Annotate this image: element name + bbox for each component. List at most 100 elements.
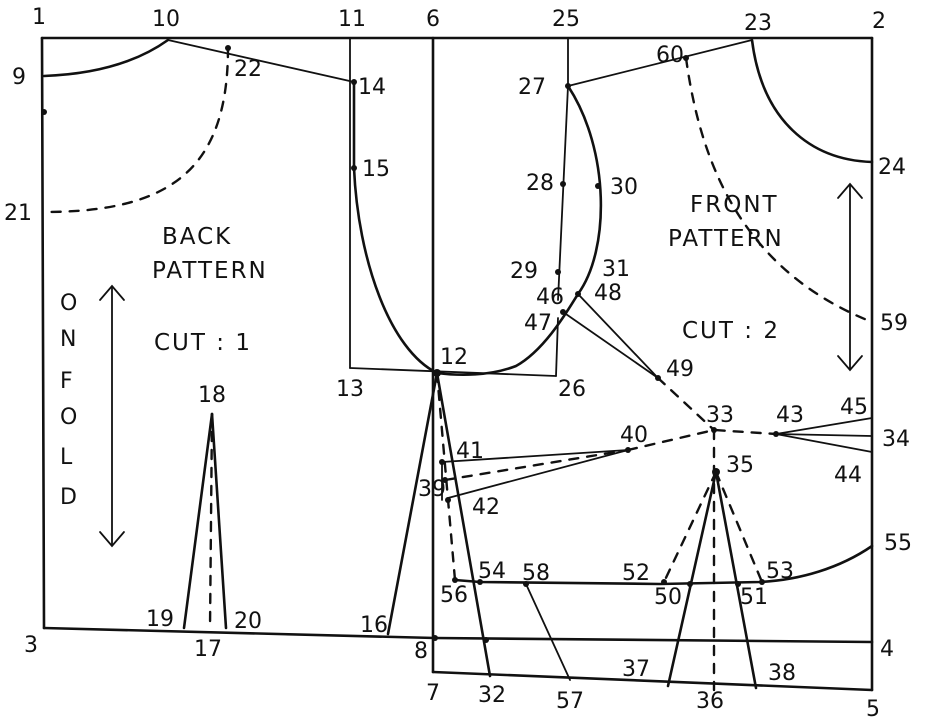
back-cut-label: CUT : 1 — [154, 330, 252, 356]
dart-39-40-dashed — [443, 448, 630, 482]
armhole-dart-lower — [577, 293, 659, 379]
point-label-17: 17 — [194, 637, 222, 662]
bust-line-dashed — [626, 428, 778, 452]
point-dots — [41, 45, 779, 643]
point-label-11: 11 — [338, 7, 366, 32]
front-waist-curve — [453, 544, 874, 586]
line-27-29 — [557, 85, 569, 301]
point-label-47: 47 — [524, 311, 552, 336]
point-label-55: 55 — [884, 531, 912, 556]
point-label-40: 40 — [620, 423, 648, 448]
on-fold-letter-4: O — [60, 405, 77, 430]
on-fold-letter-2: N — [60, 327, 76, 352]
point-label-54: 54 — [478, 559, 506, 584]
point-label-12: 12 — [440, 345, 468, 370]
right-dart-upper — [775, 417, 873, 435]
bottom-edge-front — [431, 670, 874, 692]
back-dart-right — [210, 412, 228, 630]
point-label-14: 14 — [358, 75, 386, 100]
back-title-line1: BACK — [162, 224, 232, 250]
back-title-line2: PATTERN — [152, 258, 268, 284]
front-dart-dashed-right — [714, 470, 764, 584]
point-label-13: 13 — [336, 377, 364, 402]
point-label-58: 58 — [522, 561, 550, 586]
front-title-line2: PATTERN — [668, 226, 784, 252]
point-label-6: 6 — [426, 7, 440, 32]
dart-42-40 — [447, 449, 629, 499]
right-dart-center — [775, 433, 873, 437]
point-label-15: 15 — [362, 157, 390, 182]
point-label-50: 50 — [654, 585, 682, 610]
point-label-37: 37 — [622, 657, 650, 682]
point-label-34: 34 — [882, 427, 910, 452]
point-label-25: 25 — [552, 7, 580, 32]
point-label-24: 24 — [878, 155, 906, 180]
point-label-57: 57 — [556, 689, 584, 714]
point-label-20: 20 — [234, 609, 262, 634]
on-fold-letter-1: O — [60, 291, 77, 316]
line-8-4 — [433, 636, 874, 644]
front-side-seam — [435, 371, 492, 678]
point-label-19: 19 — [146, 607, 174, 632]
front-neck-dashed — [684, 56, 874, 324]
point-label-10: 10 — [152, 7, 180, 32]
back-neck-dashed — [42, 46, 230, 214]
point-label-23: 23 — [744, 11, 772, 36]
point-label-51: 51 — [740, 585, 768, 610]
back-dart-center — [208, 412, 214, 630]
line-58-57 — [525, 583, 571, 681]
point-label-8: 8 — [414, 639, 428, 664]
point-label-30: 30 — [610, 175, 638, 200]
point-label-43: 43 — [776, 403, 804, 428]
point-label-22: 22 — [234, 57, 262, 82]
front-armhole-curve — [435, 84, 603, 377]
on-fold-letter-6: D — [60, 485, 77, 510]
point-label-33: 33 — [706, 403, 734, 428]
back-armhole-curve — [352, 80, 439, 375]
on-fold-letter-3: F — [60, 369, 73, 394]
line-13-26 — [349, 367, 557, 377]
point-label-5: 5 — [866, 697, 880, 722]
point-label-48: 48 — [594, 281, 622, 306]
front-grainline-top-arrow — [837, 182, 863, 199]
on-fold-letter-5: L — [60, 445, 73, 470]
point-label-59: 59 — [880, 311, 908, 336]
point-label-16: 16 — [360, 613, 388, 638]
point-label-31: 31 — [602, 257, 630, 282]
back-neckline — [42, 38, 170, 78]
point-label-21: 21 — [4, 201, 32, 226]
point-label-26: 26 — [558, 377, 586, 402]
armhole-dart-dashed — [656, 376, 716, 432]
point-label-60: 60 — [656, 43, 684, 68]
armhole-dart-upper — [562, 311, 659, 379]
point-label-7: 7 — [426, 681, 440, 706]
point-label-41: 41 — [456, 439, 484, 464]
line-47-26 — [555, 317, 559, 377]
back-side-seam — [386, 371, 439, 636]
point-label-42: 42 — [472, 495, 500, 520]
back-grainline-top-arrow — [99, 284, 125, 301]
point-label-44: 44 — [834, 463, 862, 488]
bottom-edge-back — [42, 626, 437, 640]
back-grainline-bottom-arrow — [99, 531, 125, 548]
dart-41-40 — [441, 449, 629, 463]
point-label-3: 3 — [24, 633, 38, 658]
point-label-46: 46 — [536, 285, 564, 310]
front-dart-right — [714, 470, 758, 690]
front-dart-dashed-left — [662, 470, 718, 584]
point-label-39: 39 — [418, 477, 446, 502]
front-shoulder-line — [567, 39, 753, 87]
back-dart-left — [182, 412, 214, 630]
point-label-45: 45 — [840, 395, 868, 420]
point-label-1: 1 — [32, 5, 46, 30]
front-neckline — [750, 38, 874, 164]
right-dart-lower — [775, 433, 873, 453]
point-label-2: 2 — [872, 9, 886, 34]
point-label-49: 49 — [666, 357, 694, 382]
point-label-52: 52 — [622, 561, 650, 586]
point-label-4: 4 — [880, 637, 894, 662]
front-dart-left — [666, 470, 718, 688]
point-label-32: 32 — [478, 683, 506, 708]
point-label-56: 56 — [440, 583, 468, 608]
back-shoulder-line — [167, 39, 355, 83]
